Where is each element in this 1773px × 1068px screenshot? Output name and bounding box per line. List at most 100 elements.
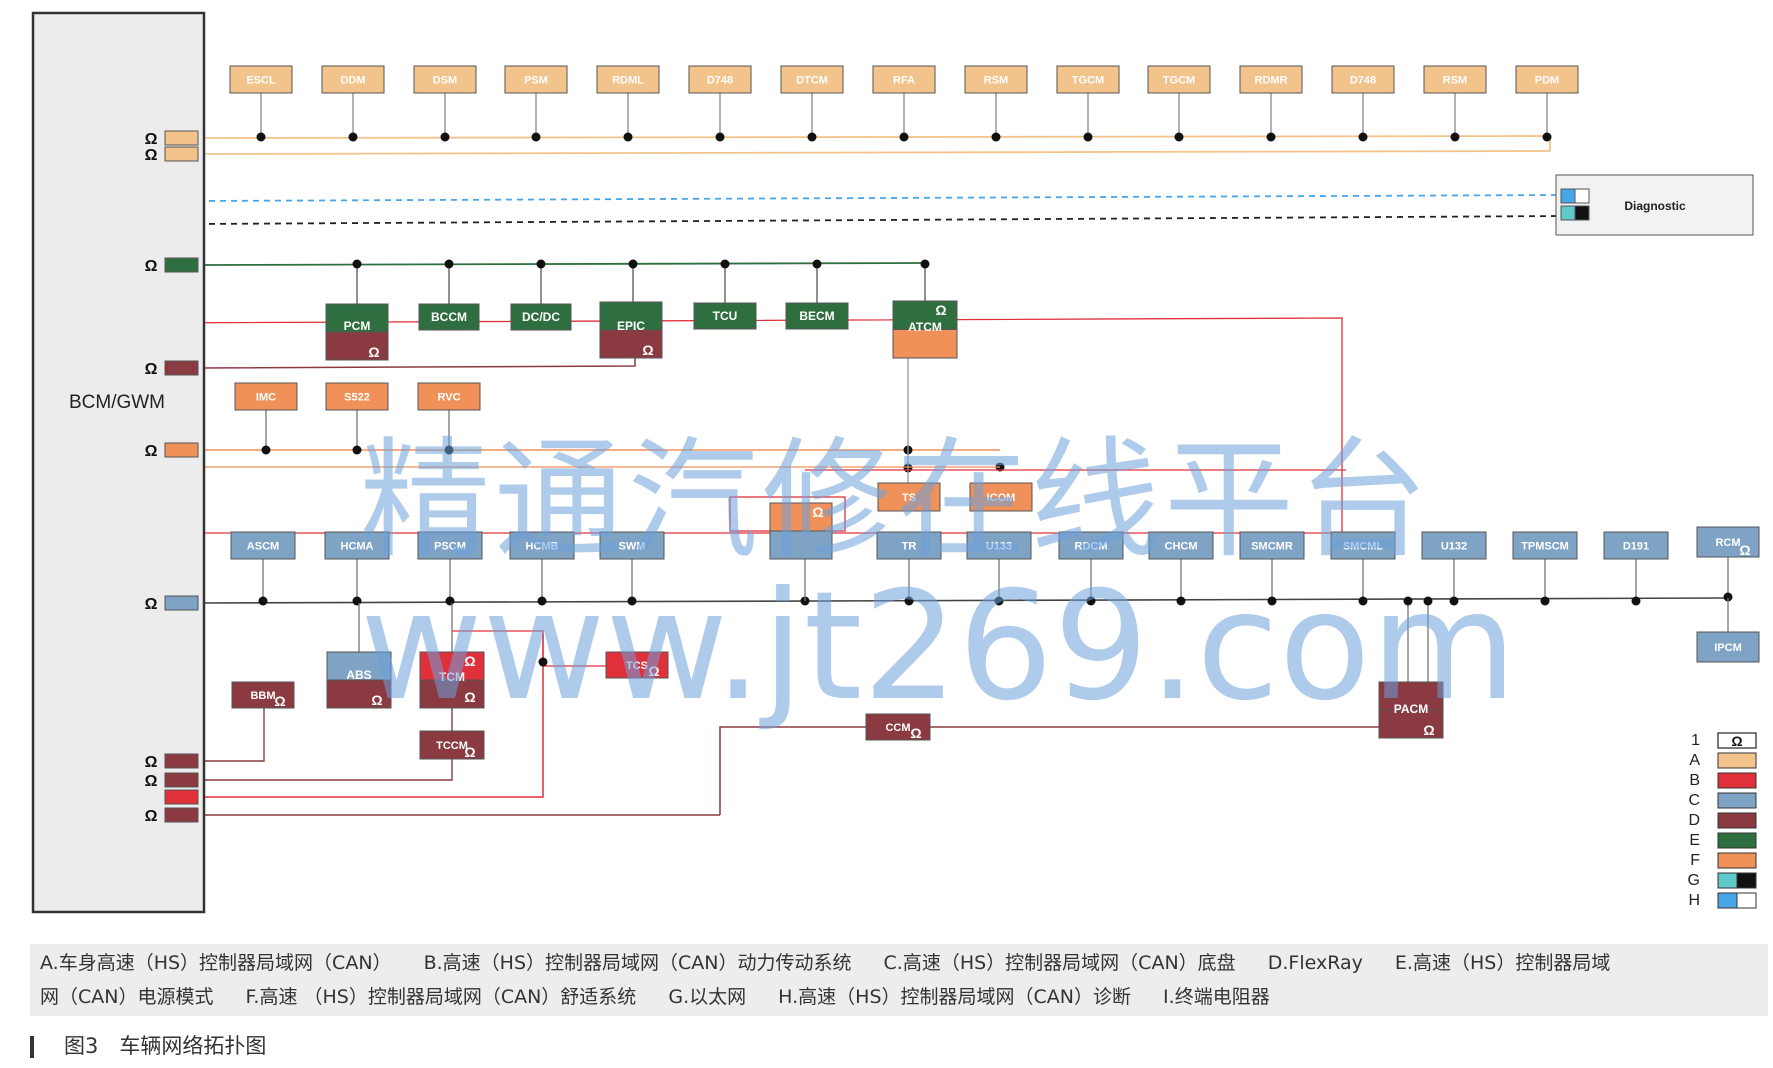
module-box bbox=[230, 531, 296, 560]
module-box bbox=[417, 382, 481, 411]
module-box-top bbox=[326, 651, 392, 681]
module-label: RSM bbox=[1443, 75, 1467, 87]
legend-swatch bbox=[1717, 752, 1757, 769]
module-label: PSM bbox=[524, 75, 548, 87]
bus-b-tcs bbox=[452, 630, 606, 667]
module-ts: TS bbox=[877, 482, 941, 512]
legend-swatch bbox=[1717, 792, 1757, 809]
module-box bbox=[417, 531, 483, 560]
module-box bbox=[509, 531, 575, 560]
bus-b-node bbox=[538, 657, 548, 667]
bus-c-node bbox=[1086, 596, 1096, 606]
bus-f-node bbox=[352, 445, 362, 455]
module-label: S522 bbox=[344, 392, 370, 404]
module-tpmscm: TPMSCM bbox=[1512, 531, 1578, 560]
module-ipcm: IPCM bbox=[1696, 631, 1760, 663]
gateway-port bbox=[164, 146, 199, 162]
bus-a-node bbox=[1358, 132, 1368, 142]
bus-e-node bbox=[812, 259, 822, 269]
module-box-top bbox=[769, 502, 833, 532]
gateway-port bbox=[164, 595, 199, 611]
module-box bbox=[324, 531, 390, 560]
module-ddm: DDM bbox=[321, 65, 385, 94]
module-label: D748 bbox=[1350, 75, 1376, 87]
module-box bbox=[1148, 531, 1214, 560]
module-u132: U132 bbox=[1421, 531, 1487, 560]
module-box-bottom bbox=[325, 331, 389, 361]
gateway-port bbox=[164, 442, 199, 458]
bus-c-node bbox=[1358, 596, 1368, 606]
module-box bbox=[1056, 65, 1120, 94]
module-box bbox=[1423, 65, 1487, 94]
module-label: IMC bbox=[256, 392, 276, 404]
gateway-port bbox=[164, 789, 199, 805]
caption-a: A.车身高速（HS）控制器局域网（CAN） bbox=[40, 952, 392, 974]
module-box bbox=[419, 730, 485, 760]
module-label: DC/DC bbox=[522, 310, 560, 324]
module-hcmb: HCMB bbox=[509, 531, 575, 560]
bus-c-node bbox=[1403, 596, 1413, 606]
figure-title: 图3 车辆网络拓扑图 bbox=[30, 1030, 266, 1060]
module-rdcm: RDCM bbox=[1058, 531, 1124, 560]
bus-a-node bbox=[256, 132, 266, 142]
bus-c-node bbox=[1540, 596, 1550, 606]
module-label: IPCM bbox=[1714, 642, 1742, 654]
omega-icon: Ω bbox=[910, 725, 921, 741]
bus-a-node bbox=[348, 132, 358, 142]
module-tcu: TCU bbox=[693, 302, 757, 330]
module-label: ABS bbox=[346, 668, 371, 682]
bus-e-node bbox=[720, 259, 730, 269]
omega-icon: Ω bbox=[145, 443, 158, 460]
module-box-bottom bbox=[892, 329, 958, 359]
module-label: HCMB bbox=[526, 541, 559, 553]
module-box bbox=[966, 531, 1032, 560]
bus-a-node bbox=[531, 132, 541, 142]
module-box bbox=[325, 382, 389, 411]
omega-icon: Ω bbox=[274, 693, 285, 709]
module-label: DSM bbox=[433, 75, 457, 87]
bus-c-node bbox=[352, 596, 362, 606]
caption-h: H.高速（HS）控制器局域网（CAN）诊断 bbox=[778, 986, 1131, 1008]
omega-icon: Ω bbox=[145, 361, 158, 378]
caption-b: B.高速（HS）控制器局域网（CAN）动力传动系统 bbox=[423, 952, 852, 974]
bus-c-node bbox=[537, 596, 547, 606]
module-label: TCCM bbox=[436, 740, 468, 752]
module-box-bottom bbox=[1378, 709, 1444, 739]
module-box bbox=[413, 65, 477, 94]
bus-b-loop bbox=[132, 317, 1343, 534]
module-box bbox=[1239, 531, 1305, 560]
module-label: TCU bbox=[713, 309, 738, 323]
module-label: BECM bbox=[799, 309, 834, 323]
caption-d: D.FlexRay bbox=[1267, 952, 1363, 974]
diag-line-h bbox=[197, 194, 1563, 202]
caption-e1: E.高速（HS）控制器局域 bbox=[1394, 952, 1611, 974]
module-tr: TR bbox=[876, 531, 942, 560]
module-box bbox=[877, 482, 941, 512]
omega-icon: Ω bbox=[642, 342, 653, 358]
module-label: HCMA bbox=[341, 541, 374, 553]
bus-d-epic bbox=[197, 345, 636, 369]
module-escl: ESCL bbox=[229, 65, 293, 94]
tccm-wire bbox=[198, 759, 453, 781]
legend-swatch bbox=[1717, 872, 1738, 889]
bus-c-line bbox=[197, 597, 1731, 604]
omega-icon: Ω bbox=[371, 692, 382, 708]
legend-key: B bbox=[1689, 772, 1700, 789]
bus-a-node bbox=[807, 132, 817, 142]
module-box bbox=[785, 302, 849, 330]
module-label: DDM bbox=[340, 75, 365, 87]
module-box-bottom bbox=[769, 530, 833, 560]
legend-swatch bbox=[1717, 892, 1738, 909]
module-d191: D191 bbox=[1603, 531, 1669, 560]
bus-f-node bbox=[261, 445, 271, 455]
module-box bbox=[504, 65, 568, 94]
module-label: TR bbox=[902, 541, 917, 553]
caption-e2: 网（CAN）电源模式 bbox=[40, 986, 214, 1008]
bus-a-node bbox=[1542, 132, 1552, 142]
legend-key: G bbox=[1688, 872, 1700, 889]
module-label: ICOM bbox=[987, 492, 1016, 504]
module-label: RDML bbox=[612, 75, 644, 87]
